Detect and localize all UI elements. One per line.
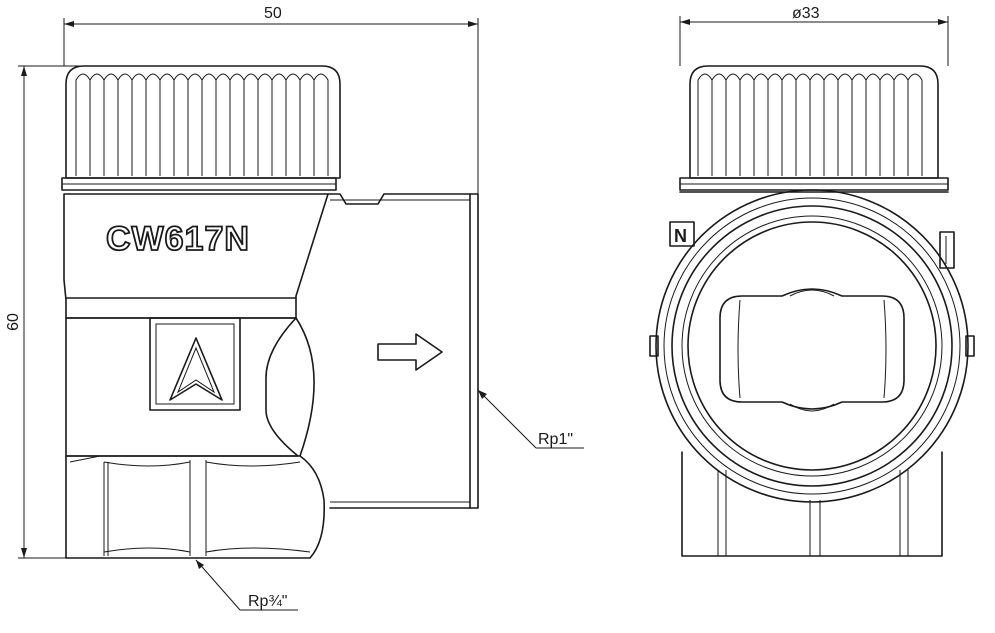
knurl-rib	[823, 73, 839, 176]
dimension-width-label: 50	[264, 5, 282, 22]
knurl-rib	[131, 73, 147, 176]
knurl-rib	[865, 73, 881, 176]
knurl-rib	[711, 73, 727, 176]
inlet-hex-nut	[65, 455, 326, 559]
knurl-rib	[285, 73, 301, 176]
knurl-rib	[837, 73, 853, 176]
knurl-rib	[117, 73, 133, 176]
knurl-rib	[313, 73, 329, 176]
knurl-rib	[187, 73, 203, 176]
dimension-height: 60	[5, 65, 84, 559]
knurl-rib	[75, 73, 91, 176]
knurl-rib	[753, 73, 769, 176]
knurl-rib	[781, 73, 797, 176]
knurl-rib	[767, 73, 783, 176]
inlet-thread-label: Rp¾"	[248, 593, 287, 610]
side-mark-letter: N	[674, 226, 687, 246]
knurl-rib	[145, 73, 161, 176]
knurl-rib	[299, 73, 315, 176]
outlet-face	[655, 189, 969, 503]
knurl-rib	[257, 73, 273, 176]
brand-logo-icon	[149, 317, 241, 411]
knurl-rib	[229, 73, 245, 176]
dimension-diameter: ø33	[679, 5, 949, 66]
knurl-rib	[271, 73, 287, 176]
side-lugs: N	[649, 221, 975, 357]
side-knurled-cap	[679, 65, 949, 193]
knurl-rib	[697, 73, 713, 176]
outlet-thread-label: Rp1"	[538, 431, 573, 448]
valve-body: CW617N	[63, 193, 479, 559]
knurled-cap	[61, 65, 341, 191]
knurl-rib	[173, 73, 189, 176]
side-inlet-nut	[681, 451, 943, 557]
knurl-rib	[159, 73, 175, 176]
knurl-rib	[739, 73, 755, 176]
knurl-rib	[725, 73, 741, 176]
knurl-rib	[201, 73, 217, 176]
inlet-thread-callout: Rp¾"	[195, 559, 298, 611]
body-marking: CW617N	[106, 220, 250, 258]
side-view: N ø33	[649, 5, 975, 557]
knurl-rib	[893, 73, 909, 176]
knurl-rib	[907, 73, 923, 176]
knurl-rib	[103, 73, 119, 176]
flow-arrow-icon	[377, 333, 443, 371]
knurl-rib	[243, 73, 259, 176]
knurl-rib	[795, 73, 811, 176]
dimension-height-label: 60	[5, 313, 22, 331]
knurl-rib	[809, 73, 825, 176]
outlet-spigot	[327, 193, 479, 509]
knurl-rib	[89, 73, 105, 176]
outlet-thread-callout: Rp1"	[477, 389, 584, 449]
dimension-width: 50	[63, 5, 479, 194]
knurl-rib	[879, 73, 895, 176]
front-view: CW617N	[5, 5, 584, 611]
knurl-rib	[215, 73, 231, 176]
knurl-rib	[851, 73, 867, 176]
dimension-diameter-label: ø33	[792, 5, 820, 22]
